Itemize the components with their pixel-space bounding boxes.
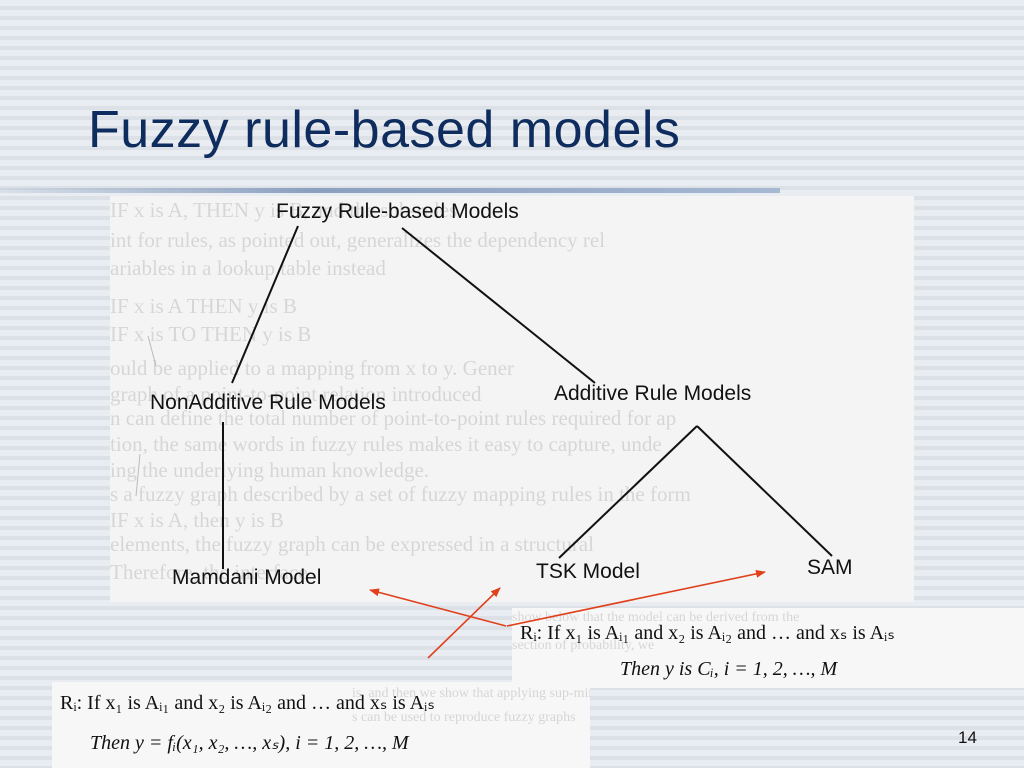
right-sam-edge [696,425,833,557]
node-tsk-model: TSK Model [536,560,640,583]
slide-title: Fuzzy rule-based models [88,101,681,159]
bleed-through-text: IF x is A, THEN y is B, and the sub-rule… [110,198,458,222]
tsk-formula-line-1: Rᵢ: If x₁ is Aᵢ₁ and x₂ is Aᵢ₂ and … and… [60,692,435,714]
mamdani-formula-line-2: Then y is Cᵢ, i = 1, 2, …, M [620,658,838,680]
bleed-through-text: IF x is A, then y is B [110,508,284,532]
node-additive-rule-models: Additive Rule Models [554,382,752,405]
model-taxonomy-diagram: IF x is A, THEN y is B, and the sub-rule… [110,196,914,602]
bleed-through-text: IF x is TO THEN y is B [110,322,312,346]
bleed-through-text: tion, the same words in fuzzy rules make… [110,432,662,456]
tsk-rule-formula: is, and then we show that applying sup-m… [52,682,590,768]
bleed-through-text: int for rules, as pointed out, generaliz… [110,228,606,252]
bleed-through-text: IF x is A THEN y is B [110,294,297,318]
node-fuzzy-rule-based-models: Fuzzy Rule-based Models [276,200,519,223]
node-sam: SAM [807,556,853,579]
bleed-through-text: elements, the fuzzy graph can be express… [110,532,594,556]
bleed-through-text: ould be applied to a mapping from x to y… [110,356,514,380]
bleed-through-text: ariables in a lookup table instead [110,256,386,280]
root-left-edge [231,225,299,384]
root-right-edge [401,227,596,384]
bleed-through-text: ing the underlying human knowledge. [110,458,430,482]
right-tsk-edge [558,425,698,559]
title-underline [0,188,780,193]
bleed-through-text: Therefore, the interface [110,560,308,584]
bleed-through-text: graph of a point-to-point relation intro… [110,382,482,406]
slide-number: 14 [958,728,977,747]
mamdani-rule-formula: show below that the model can be derived… [512,608,1024,688]
mamdani-formula-line-1: Rᵢ: If x₁ is Aᵢ₁ and x₂ is Aᵢ₂ and … and… [520,622,895,644]
tree-lines [135,225,833,569]
node-mamdani-model: Mamdani Model [172,566,322,589]
bleed-through-text: n can define the total number of point-t… [110,406,677,430]
tsk-formula-line-2: Then y = fᵢ(x₁, x₂, …, xₛ), i = 1, 2, …,… [90,732,409,754]
node-nonadditive-rule-models: NonAdditive Rule Models [150,391,386,414]
bleed-through-text: s a fuzzy graph described by a set of fu… [110,482,691,506]
